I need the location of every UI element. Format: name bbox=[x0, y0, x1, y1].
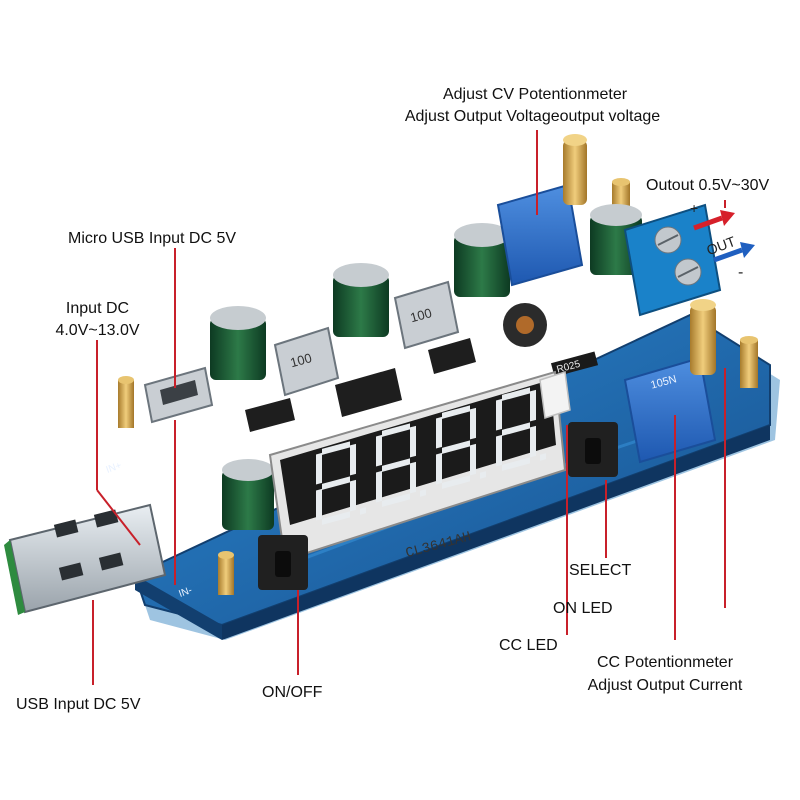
micro-usb-port bbox=[143, 366, 214, 424]
cv-pot-desc-label: Adjust Output Voltageoutput voltage bbox=[404, 108, 661, 125]
arrow-plus-icon bbox=[720, 210, 735, 226]
display-digit bbox=[316, 441, 366, 525]
in-minus-mark: IN- bbox=[177, 585, 193, 600]
usb-input-label: USB Input DC 5V bbox=[16, 696, 141, 713]
cc-pot-desc-label: Adjust Output Current bbox=[587, 677, 743, 694]
output-range-label: Outout 0.5V~30V bbox=[646, 177, 770, 194]
cc-pot-title-label: CC Potentionmeter bbox=[596, 654, 734, 671]
plus-mark: + bbox=[690, 200, 698, 216]
on-led bbox=[539, 371, 571, 419]
micro-usb-label: Micro USB Input DC 5V bbox=[68, 230, 237, 247]
input-dc-range-label: 4.0V~13.0V bbox=[55, 322, 140, 339]
cv-pot-title-label: Adjust CV Potentionmeter bbox=[442, 86, 628, 103]
minus-mark: - bbox=[738, 264, 743, 281]
output-terminal-block bbox=[623, 203, 722, 317]
display-digit bbox=[376, 423, 426, 507]
in-plus-mark: IN+ bbox=[105, 460, 124, 476]
input-dc-label: Input DC bbox=[65, 300, 130, 317]
arrow-minus-icon bbox=[740, 242, 755, 258]
cc-potentiometer[interactable]: 105N bbox=[623, 299, 717, 464]
select-button[interactable] bbox=[568, 422, 618, 477]
inductor-code-2: 100 bbox=[409, 305, 434, 325]
ic-chips bbox=[245, 338, 476, 432]
on-off-button[interactable] bbox=[258, 535, 308, 590]
usb-a-plug bbox=[4, 503, 167, 615]
inductor-code-1: 100 bbox=[289, 350, 314, 370]
cv-potentiometer[interactable] bbox=[496, 134, 587, 287]
leader-lines bbox=[92, 130, 726, 685]
on-off-label: ON/OFF bbox=[262, 684, 323, 701]
cc-led-label: CC LED bbox=[499, 637, 558, 654]
select-label: SELECT bbox=[569, 562, 632, 579]
display-digit bbox=[436, 405, 486, 489]
display-digits bbox=[316, 387, 546, 525]
inductors: 100 100 R025 bbox=[273, 280, 599, 397]
on-led-label: ON LED bbox=[553, 600, 613, 617]
display-digit bbox=[496, 387, 546, 471]
output-polarity-arrows: + - OUT bbox=[690, 200, 755, 281]
